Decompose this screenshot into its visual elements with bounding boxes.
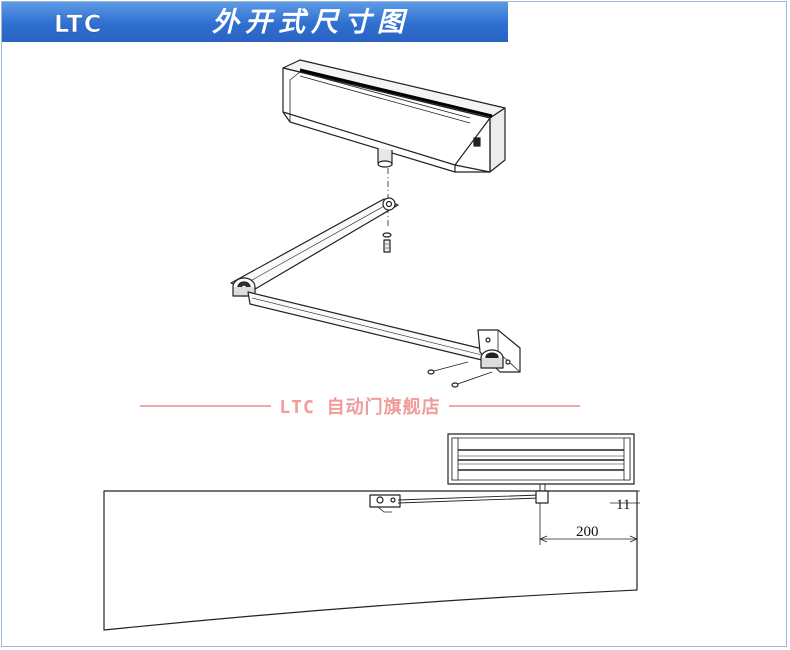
ltc-logo-icon: LTC	[54, 10, 102, 36]
dimension-lines	[539, 490, 640, 545]
watermark-text: LTC 自动门旗舰店	[279, 397, 441, 418]
watermark-left-rule	[140, 405, 272, 407]
bracket-screws	[427, 361, 493, 388]
mounting-bracket	[477, 329, 521, 373]
logo-text: LTC	[54, 10, 102, 36]
closer-body	[282, 59, 506, 173]
store-watermark: LTC 自动门旗舰店	[140, 393, 581, 419]
lower-arm	[247, 291, 491, 363]
brand-logo: LTC	[54, 10, 118, 36]
page-title: 外开式尺寸图	[212, 7, 410, 38]
elbow-joint	[232, 277, 256, 297]
dimension-vertical-label: 11	[616, 497, 631, 513]
upper-arm	[230, 197, 399, 293]
plan-arm	[369, 484, 549, 513]
watermark-right-rule	[448, 405, 581, 407]
door-leaf-outline	[103, 490, 638, 631]
dimension-horizontal-label: 200	[576, 524, 599, 540]
plan-closer-body	[447, 433, 635, 485]
arm-screw	[382, 232, 392, 253]
title-banner: LTC 外开式尺寸图	[2, 2, 508, 42]
